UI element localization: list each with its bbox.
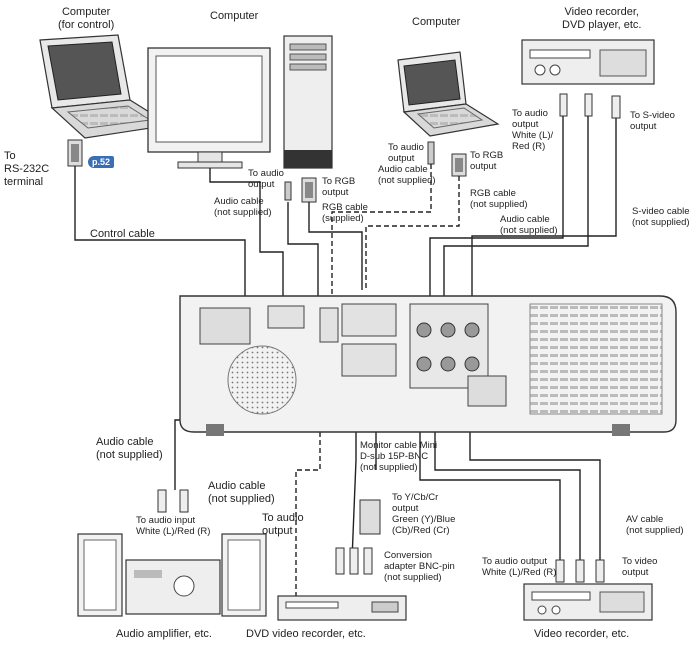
label-computer-control: Computer (for control) <box>58 6 115 31</box>
vcr-bottom-connectors-icon <box>555 559 605 583</box>
label-to-audio-output-1: To audio output <box>248 168 284 190</box>
label-computer-right: Computer <box>412 16 461 28</box>
label-audio-cable-3: Audio cable (not supplied) <box>500 214 558 236</box>
label-monitor-cable: Monitor cable Mini D-sub 15P-BNC (not su… <box>360 440 438 473</box>
laptop-right-connectors-icon <box>427 141 467 177</box>
label-computer-center: Computer <box>210 10 259 22</box>
label-svideo-cable: S-video cable (not supplied) <box>632 206 690 228</box>
label-audio-cable-1: Audio cable (not supplied) <box>214 196 272 218</box>
laptop-right-icon <box>397 51 500 137</box>
caption-dvd-recorder: DVD video recorder, etc. <box>246 628 366 640</box>
speaker-left-icon <box>77 533 123 617</box>
label-to-audio-input: To audio input White (L)/Red (R) <box>136 515 211 537</box>
label-audio-cable-4: Audio cable (not supplied) <box>96 436 163 461</box>
bnc-adapter-icon <box>335 499 381 575</box>
label-to-audio-output-2: To audio output <box>388 142 424 164</box>
label-to-rgb-output-1: To RGB output <box>322 176 356 198</box>
label-audio-cable-2: Audio cable (not supplied) <box>378 164 436 186</box>
monitor-icon <box>147 47 271 169</box>
rs232c-connector-icon <box>67 139 83 167</box>
label-audio-cable-5: Audio cable (not supplied) <box>208 480 275 505</box>
label-video-recorder-top: Video recorder, DVD player, etc. <box>562 6 642 31</box>
label-rgb-cable-2: RGB cable (not supplied) <box>470 188 528 210</box>
caption-video-recorder: Video recorder, etc. <box>534 628 630 640</box>
dvd-recorder-icon <box>277 595 407 621</box>
projector-icon <box>179 295 677 436</box>
laptop-control-icon <box>39 34 172 139</box>
label-to-svideo-output: To S-video output <box>630 110 675 132</box>
label-to-ycbcr-output: To Y/Cb/Cr output Green (Y)/Blue (Cb)/Re… <box>392 492 456 536</box>
rgb-connector-icon <box>284 177 317 203</box>
label-control-cable: Control cable <box>90 228 155 240</box>
label-to-rgb-output-2: To RGB output <box>470 150 504 172</box>
label-av-cable: AV cable (not supplied) <box>626 514 684 536</box>
label-conversion-adapter: Conversion adapter BNC-pin (not supplied… <box>384 550 455 583</box>
vcr-bottom-icon <box>523 583 653 621</box>
vcr-top-connectors-icon <box>559 93 621 119</box>
pc-tower-icon <box>283 35 333 169</box>
label-to-rs232c: To RS-232C terminal <box>4 150 50 188</box>
amplifier-connectors-icon <box>157 489 189 513</box>
speaker-right-icon <box>221 533 267 617</box>
label-to-audio-output-4: To audio output <box>262 512 304 537</box>
label-rgb-cable-1: RGB cable (supplied) <box>322 202 368 224</box>
label-to-audio-output-3: To audio output White (L)/ Red (R) <box>512 108 554 152</box>
vcr-top-icon <box>521 39 655 85</box>
amplifier-icon <box>125 559 221 615</box>
caption-amplifier: Audio amplifier, etc. <box>116 628 212 640</box>
label-to-audio-output-5: To audio output White (L)/Red (R) <box>482 556 557 578</box>
label-to-video-output: To video output <box>622 556 658 578</box>
page-reference-badge[interactable]: p.52 <box>88 156 115 168</box>
